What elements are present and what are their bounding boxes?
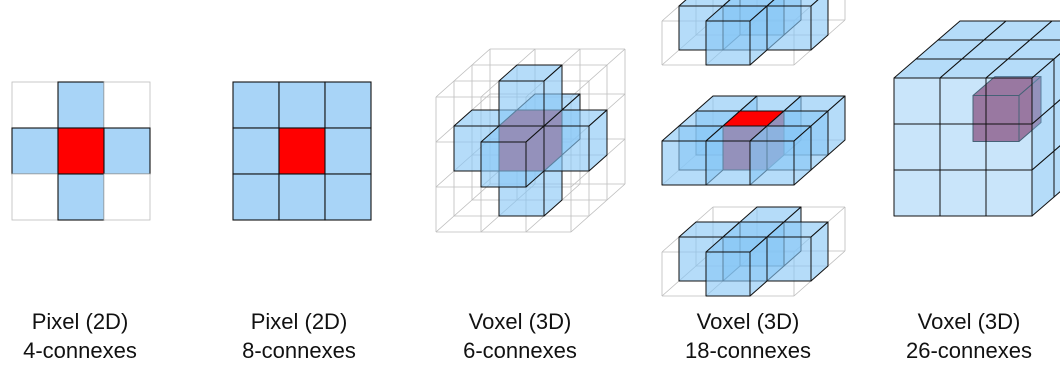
- panel-voxel-18connexes: [661, 0, 846, 297]
- empty-pixel: [103, 81, 151, 129]
- neighbor-pixel: [278, 173, 326, 221]
- center-pixel: [278, 127, 326, 175]
- panel-voxel-26connexes: [893, 20, 1060, 217]
- neighbor-pixel: [232, 173, 280, 221]
- caption-line-2: 8-connexes: [242, 338, 356, 363]
- neighbor-pixel: [232, 127, 280, 175]
- neighbor-voxel-front-face: [766, 5, 812, 51]
- neighbor-pixel: [324, 173, 372, 221]
- neighbor-voxel-front-face: [939, 123, 987, 171]
- caption-voxel-26connexes: Voxel (3D) 26-connexes: [879, 307, 1059, 365]
- neighbor-voxel-top-face: [1029, 20, 1060, 41]
- caption-line-2: 18-connexes: [685, 338, 811, 363]
- caption-pixel-4connexes: Pixel (2D) 4-connexes: [0, 307, 170, 365]
- panel-pixel-8connexes: [232, 81, 372, 221]
- neighbor-voxel-front-face: [985, 77, 1033, 125]
- neighbor-pixel: [324, 127, 372, 175]
- caption-pixel-8connexes: Pixel (2D) 8-connexes: [209, 307, 389, 365]
- grid-line: [435, 48, 491, 98]
- neighbor-voxel-front-face: [705, 251, 751, 297]
- caption-voxel-18connexes: Voxel (3D) 18-connexes: [658, 307, 838, 365]
- grid-line: [661, 0, 687, 22]
- grid-line: [570, 48, 626, 98]
- caption-line-1: Pixel (2D): [250, 309, 348, 334]
- neighbor-voxel-front-face: [705, 20, 751, 66]
- grid-line: [570, 183, 626, 233]
- neighbor-pixel: [57, 173, 105, 221]
- neighbor-voxel-front-face: [985, 169, 1033, 217]
- empty-pixel: [103, 173, 151, 221]
- empty-pixel: [11, 173, 59, 221]
- caption-voxel-6connexes: Voxel (3D) 6-connexes: [430, 307, 610, 365]
- caption-line-2: 4-connexes: [23, 338, 137, 363]
- neighbor-voxel-front-face: [893, 123, 941, 171]
- panel-pixel-4connexes: [11, 81, 151, 221]
- panel-voxel-6connexes: [435, 48, 626, 233]
- neighbor-voxel-side-face: [810, 0, 829, 51]
- neighbor-voxel-front-face: [661, 140, 707, 186]
- neighbor-voxel-front-face: [939, 169, 987, 217]
- neighbor-pixel: [278, 81, 326, 129]
- grid-line: [435, 183, 491, 233]
- caption-line-1: Voxel (3D): [696, 309, 800, 334]
- caption-line-1: Voxel (3D): [468, 309, 572, 334]
- center-pixel: [57, 127, 105, 175]
- neighbor-voxel-front-face: [749, 140, 795, 186]
- center-voxel-front-face: [972, 95, 1020, 142]
- neighbor-pixel: [232, 81, 280, 129]
- neighbor-voxel-front-face: [939, 77, 987, 125]
- neighbor-pixel: [103, 127, 151, 175]
- neighbor-pixel: [324, 81, 372, 129]
- caption-line-1: Pixel (2D): [31, 309, 129, 334]
- caption-line-2: 6-connexes: [463, 338, 577, 363]
- neighbor-voxel-front-face: [543, 125, 590, 172]
- empty-pixel: [11, 81, 59, 129]
- neighbor-voxel-front-face: [480, 141, 527, 188]
- neighbor-voxel-front-face: [893, 169, 941, 217]
- neighbor-voxel-front-face: [893, 77, 941, 125]
- caption-line-2: 26-connexes: [906, 338, 1032, 363]
- caption-line-1: Voxel (3D): [917, 309, 1021, 334]
- neighbor-voxel-front-face: [985, 123, 1033, 171]
- neighbor-voxel-front-face: [498, 80, 545, 127]
- neighbor-pixel: [57, 81, 105, 129]
- neighbor-pixel: [11, 127, 59, 175]
- neighbor-voxel-front-face: [705, 140, 751, 186]
- neighbor-voxel-front-face: [766, 236, 812, 282]
